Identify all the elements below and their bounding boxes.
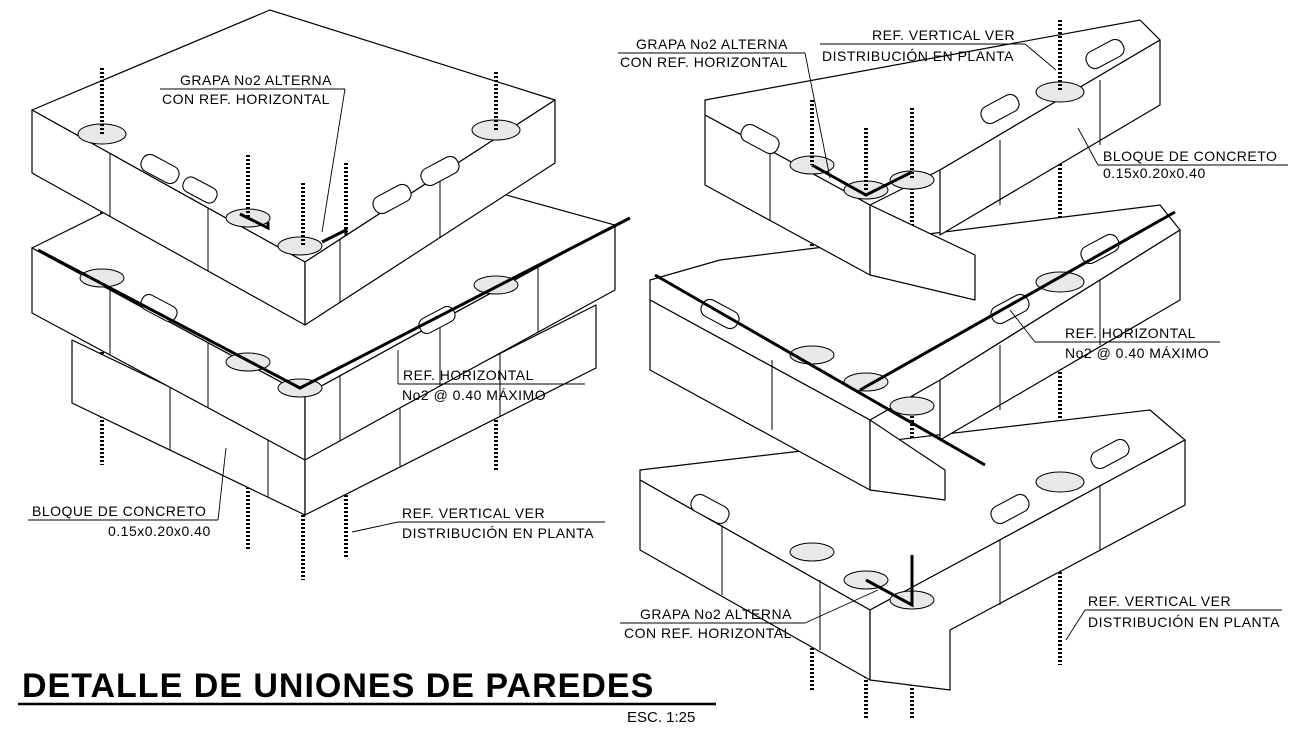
label-line: 0.15x0.20x0.40 [1103, 165, 1206, 181]
drawing-scale: ESC. 1:25 [627, 709, 695, 726]
right-tee-detail [639, 19, 1187, 720]
label-line: REF. HORIZONTAL [403, 367, 534, 383]
right-label-grapa-bottom: GRAPA No2 ALTERNA CON REF. HORIZONTAL [620, 589, 879, 641]
right-label-grapa-top: GRAPA No2 ALTERNA CON REF. HORIZONTAL [618, 36, 831, 179]
left-corner-detail [30, 9, 631, 580]
label-line: REF. HORIZONTAL [1065, 325, 1196, 341]
right-bottom-course [639, 409, 1187, 691]
right-horizontal-rebar-b [859, 210, 1176, 392]
label-line: CON REF. HORIZONTAL [624, 625, 792, 641]
label-line: CON REF. HORIZONTAL [162, 91, 330, 107]
label-line: GRAPA No2 ALTERNA [636, 36, 788, 52]
right-label-ref-vertical-top: REF. VERTICAL VER DISTRIBUCIÓN EN PLANTA [820, 27, 1057, 71]
label-line: DISTRIBUCIÓN EN PLANTA [402, 525, 594, 541]
label-line: REF. VERTICAL VER [872, 27, 1015, 43]
label-line: CON REF. HORIZONTAL [620, 54, 788, 70]
left-label-ref-vertical: REF. VERTICAL VER DISTRIBUCIÓN EN PLANTA [351, 505, 605, 541]
right-horizontal-rebar-a [654, 273, 986, 467]
label-line: 0.15x0.20x0.40 [108, 523, 211, 539]
right-label-ref-horizontal: REF. HORIZONTAL No2 @ 0.40 MÁXIMO [1009, 309, 1220, 361]
right-label-ref-vertical-bottom: REF. VERTICAL VER DISTRIBUCIÓN EN PLANTA [1065, 593, 1282, 641]
label-line: No2 @ 0.40 MÁXIMO [402, 387, 546, 403]
label-line: REF. VERTICAL VER [1088, 593, 1231, 609]
label-line: GRAPA No2 ALTERNA [180, 72, 332, 88]
label-line: BLOQUE DE CONCRETO [1103, 148, 1277, 164]
label-line: No2 @ 0.40 MÁXIMO [1065, 345, 1209, 361]
label-line: BLOQUE DE CONCRETO [32, 503, 206, 519]
title-block: DETALLE DE UNIONES DE PAREDES ESC. 1:25 [18, 667, 716, 726]
label-line: REF. VERTICAL VER [402, 505, 545, 521]
right-top-course [704, 19, 1161, 301]
label-line: DISTRIBUCIÓN EN PLANTA [822, 48, 1014, 64]
right-label-bloque: BLOQUE DE CONCRETO 0.15x0.20x0.40 [1077, 127, 1288, 181]
left-label-ref-horizontal: REF. HORIZONTAL No2 @ 0.40 MÁXIMO [397, 350, 585, 403]
drawing-title: DETALLE DE UNIONES DE PAREDES [22, 667, 654, 705]
label-line: GRAPA No2 ALTERNA [640, 606, 792, 622]
left-upper-course [30, 9, 557, 326]
left-horizontal-rebar [37, 216, 631, 390]
left-label-bloque: BLOQUE DE CONCRETO 0.15x0.20x0.40 [28, 447, 227, 539]
left-label-grapa: GRAPA No2 ALTERNA CON REF. HORIZONTAL [160, 72, 346, 233]
label-line: DISTRIBUCIÓN EN PLANTA [1088, 614, 1280, 630]
